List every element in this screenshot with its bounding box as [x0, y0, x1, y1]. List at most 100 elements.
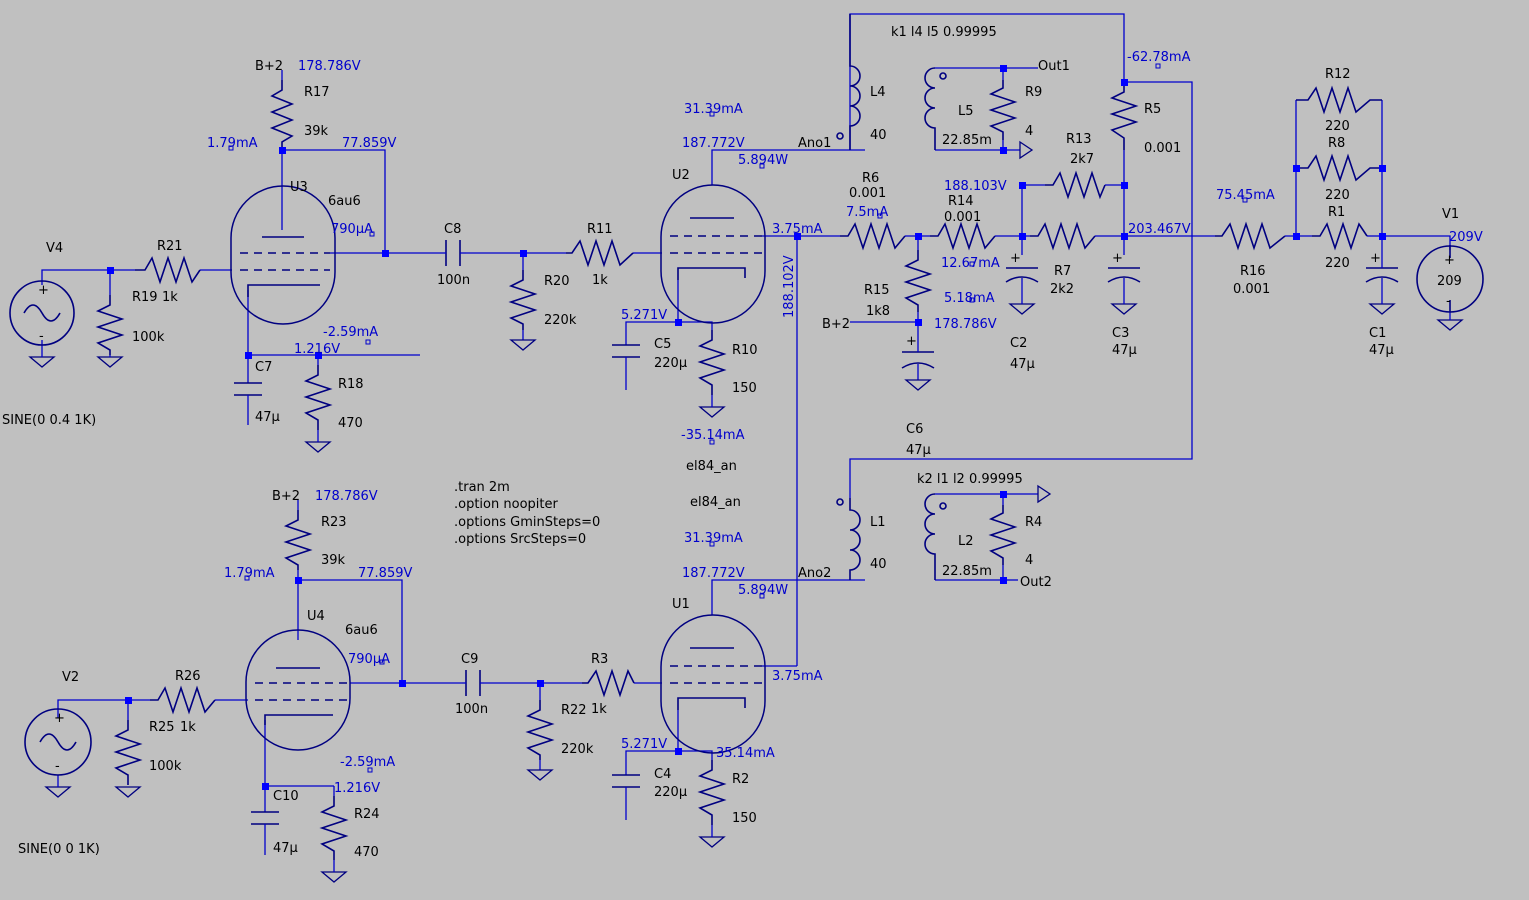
capacitor-c9 [462, 670, 484, 696]
op-label: 188.103V [944, 179, 1007, 194]
label-r19-value: 100k [132, 330, 165, 345]
spice-directive: .options SrcSteps=0 [454, 532, 586, 547]
op-label: -2.59mA [340, 755, 395, 770]
resistor-r10 [697, 330, 727, 395]
directive-k2: k2 l1 l2 0.99995 [917, 472, 1023, 487]
capacitor-c4 [612, 774, 640, 820]
label-ano2: Ano2 [798, 566, 831, 581]
ground-icon [1110, 290, 1138, 315]
label-c7-value: 47µ [255, 410, 280, 425]
capacitor-c7 [234, 382, 262, 425]
tube-u2 [660, 184, 766, 324]
resistor-r11 [566, 238, 634, 268]
label-r3-name: R3 [591, 652, 608, 667]
op-label: 1.79mA [224, 566, 275, 581]
label-l1-value: 40 [870, 557, 887, 572]
op-label: 187.772V [682, 136, 745, 151]
label-l2-name: L2 [958, 534, 974, 549]
label-l5-value: 22.85m [942, 133, 992, 148]
tube-u1 [660, 614, 766, 754]
label-l2-value: 22.85m [942, 564, 992, 579]
label-r5-name: R5 [1144, 102, 1161, 117]
op-label: 187.772V [682, 566, 745, 581]
label-r15-value: 1k8 [866, 304, 890, 319]
capacitor-c1: + [1365, 236, 1399, 290]
svg-text:-: - [1446, 294, 1451, 309]
ground-icon [304, 430, 332, 453]
svg-text:+: + [1444, 253, 1455, 268]
resistor-r2 [697, 760, 727, 825]
label-r15-name: R15 [864, 283, 890, 298]
op-label: 31.39mA [684, 102, 743, 117]
label-u2-name: U2 [672, 168, 690, 183]
capacitor-c2: + [1005, 251, 1039, 290]
label-r2-value: 150 [732, 811, 757, 826]
label-r1-value: 220 [1325, 256, 1350, 271]
label-r20-value: 220k [544, 313, 577, 328]
label-r3-value: 1k [591, 702, 607, 717]
label-r21-value: 1k [162, 290, 178, 305]
label-c9-name: C9 [461, 652, 478, 667]
junctions [107, 65, 1386, 790]
resistor-r7 [1030, 221, 1096, 251]
label-r17-name: R17 [304, 85, 330, 100]
label-r9-name: R9 [1025, 85, 1042, 100]
label-r18-value: 470 [338, 416, 363, 431]
op-label: 75.45mA [1216, 188, 1275, 203]
label-v4-name: V4 [46, 241, 63, 256]
label-v1-name: V1 [1442, 207, 1459, 222]
label-r11-value: 1k [592, 273, 608, 288]
label-c8-name: C8 [444, 222, 461, 237]
label-u3-name: U3 [290, 180, 308, 195]
svg-text:+: + [906, 334, 917, 349]
inductor-l1 [836, 498, 861, 580]
ground-arrow-icon [1019, 140, 1034, 160]
capacitors: + + + + [234, 236, 1399, 855]
label-r14-name: R14 [948, 194, 974, 209]
label-c10-value: 47µ [273, 841, 298, 856]
op-labels: 178.786V 1.79mA 77.859V 790µA -2.59mA 1.… [207, 50, 1483, 796]
label-r26-name: R26 [175, 669, 201, 684]
ground-icon [96, 355, 124, 368]
label-c10-name: C10 [273, 789, 299, 804]
label-c2-name: C2 [1010, 336, 1027, 351]
resistor-r14 [930, 221, 996, 251]
op-label: 77.859V [358, 566, 412, 581]
label-c2-value: 47µ [1010, 357, 1035, 372]
op-label: 209V [1449, 230, 1483, 245]
label-c3-name: C3 [1112, 326, 1129, 341]
ground-icon [1368, 290, 1396, 315]
label-bplus-u3: B+2 [255, 59, 283, 74]
label-r4-value: 4 [1025, 553, 1033, 568]
label-v2-name: V2 [62, 670, 79, 685]
op-label: 3.75mA [772, 669, 823, 684]
label-r1-name: R1 [1328, 205, 1345, 220]
tube-u3 [230, 185, 336, 325]
op-label: 3.75mA [772, 222, 823, 237]
label-r25-name: R25 [149, 720, 175, 735]
label-r11-name: R11 [587, 222, 613, 237]
label-c6-value: 47µ [906, 443, 931, 458]
resistor-r12 [1296, 85, 1382, 115]
op-label: 1.216V [294, 342, 340, 357]
spice-directive: .tran 2m [454, 480, 510, 495]
ground-icon [320, 860, 348, 883]
op-label: 178.786V [934, 317, 997, 332]
label-r13-name: R13 [1066, 132, 1092, 147]
label-r4-name: R4 [1025, 515, 1042, 530]
op-label: 178.786V [315, 489, 378, 504]
label-r17-value: 39k [304, 124, 329, 139]
op-label: 31.39mA [684, 531, 743, 546]
tube-u4 [245, 629, 351, 751]
resistor-r19 [95, 295, 125, 355]
op-label: 5.271V [621, 308, 667, 323]
label-v1-value: 209 [1437, 274, 1462, 289]
label-c9-value: 100n [455, 702, 488, 717]
resistor-r13 [1045, 170, 1106, 200]
svg-text:+: + [1370, 251, 1381, 266]
resistor-r15 [903, 250, 933, 312]
label-r6-name: R6 [862, 171, 879, 186]
op-label: -62.78mA [1127, 50, 1191, 65]
resistor-r9 [988, 80, 1018, 140]
